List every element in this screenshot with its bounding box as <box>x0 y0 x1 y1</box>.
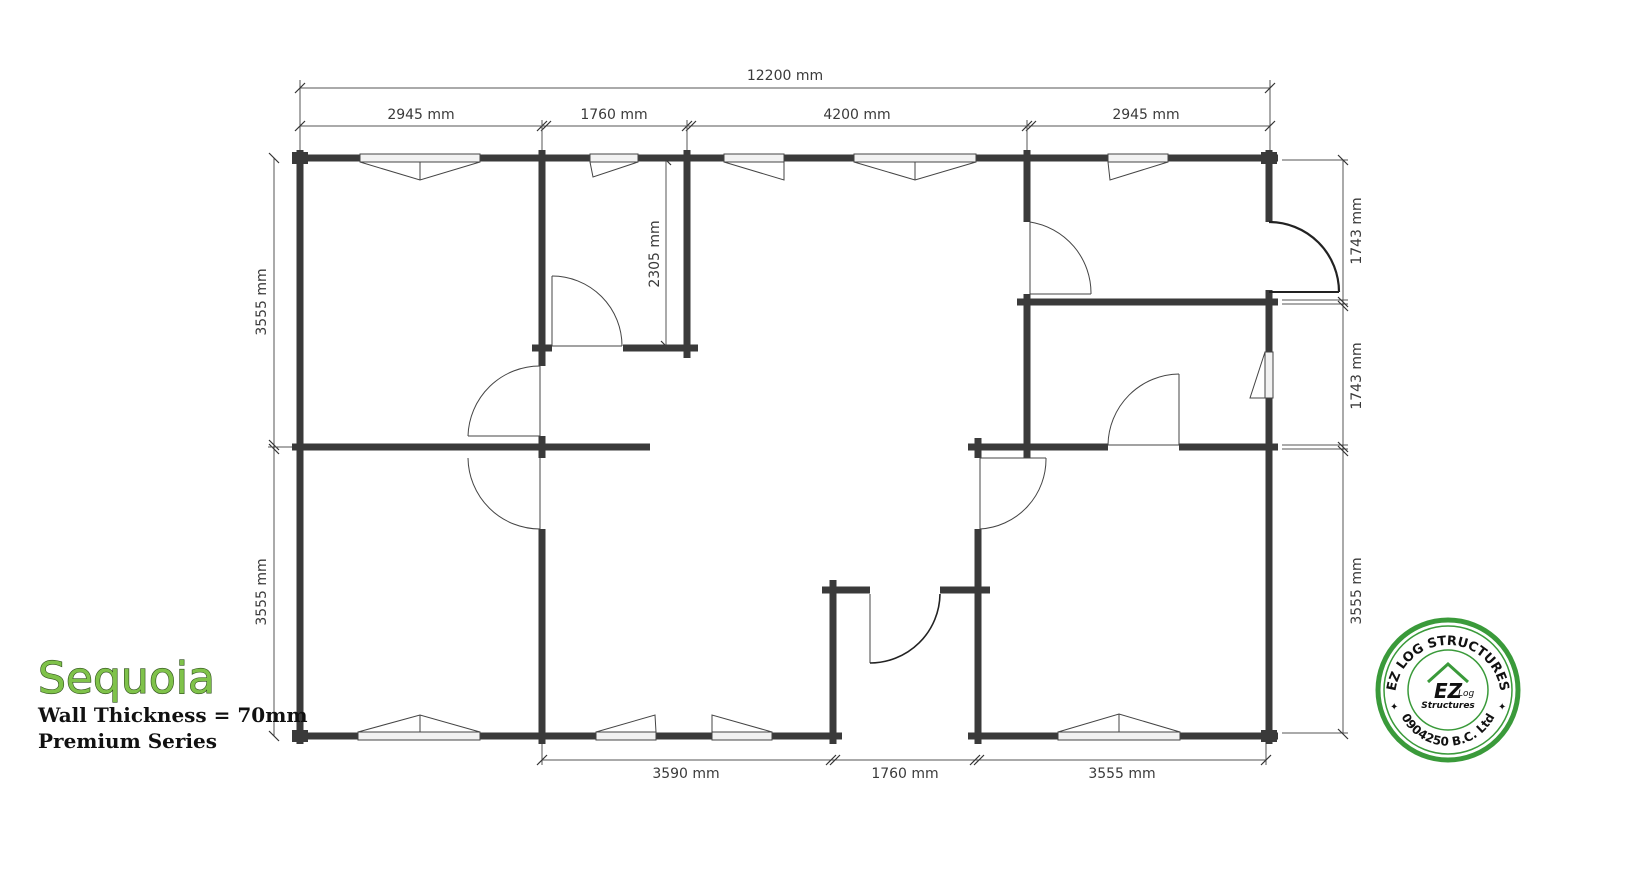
window-top-1 <box>359 153 481 163</box>
title-block: Sequoia Wall Thickness = 70mm Premium Se… <box>37 652 308 753</box>
logo-center-sub: Structures <box>1421 701 1475 711</box>
window-top-3 <box>723 153 785 163</box>
dim-left-lower: 3555 mm <box>254 558 270 625</box>
dim-right-1: 1743 mm <box>1349 197 1365 264</box>
company-logo: EZ LOG STRUCTURES 0904250 B.C. Ltd EZ Lo… <box>1375 617 1521 763</box>
doors <box>467 220 1341 664</box>
dim-bottom-1: 3590 mm <box>652 766 719 782</box>
window-bottom-3 <box>711 731 773 741</box>
dim-bottom-3: 3555 mm <box>1088 766 1155 782</box>
window-bottom-4 <box>1057 731 1181 741</box>
dim-left-upper: 3555 mm <box>254 268 270 335</box>
dim-right-2: 1743 mm <box>1349 342 1365 409</box>
window-bottom-2 <box>595 731 657 741</box>
window-right <box>1264 351 1274 399</box>
wall-thickness-label: Wall Thickness = 70mm <box>37 703 308 727</box>
plan-title: Sequoia <box>38 653 215 704</box>
window-top-2 <box>589 153 639 163</box>
dimension-lines: 12200 mm 2945 mm 1760 mm 4200 mm 2945 mm… <box>254 68 1365 782</box>
window-top-4 <box>853 153 977 163</box>
dim-top-3: 4200 mm <box>823 107 890 123</box>
logo-center-small: Log <box>1458 689 1475 699</box>
dim-right-3: 3555 mm <box>1349 557 1365 624</box>
window-top-5 <box>1107 153 1169 163</box>
wall-posts <box>292 152 1277 742</box>
windows <box>357 153 1274 741</box>
logo-center-big: EZ <box>1434 679 1463 703</box>
dim-bottom-2: 1760 mm <box>871 766 938 782</box>
dim-inner-closet: 2305 mm <box>647 220 663 287</box>
dim-top-4: 2945 mm <box>1112 107 1179 123</box>
dim-overall-top: 12200 mm <box>747 68 823 84</box>
walls <box>292 150 1278 744</box>
series-label: Premium Series <box>38 729 217 753</box>
maple-leaf-icon-right: ✦ <box>1498 702 1506 713</box>
maple-leaf-icon-left: ✦ <box>1390 702 1398 713</box>
dim-top-2: 1760 mm <box>580 107 647 123</box>
dim-top-1: 2945 mm <box>387 107 454 123</box>
window-bottom-1 <box>357 731 481 741</box>
